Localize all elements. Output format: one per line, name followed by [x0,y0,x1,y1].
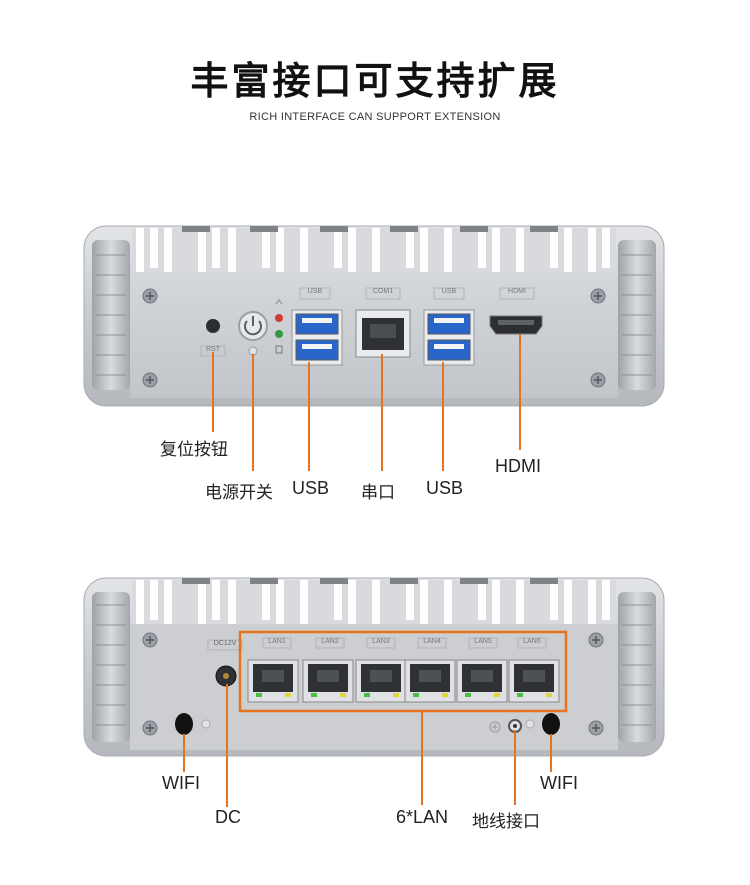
label-usb-right: USB [441,288,457,295]
front-panel-illustration [83,225,665,407]
callout-ground-port: 地线接口 [472,812,540,832]
label-usb-left: USB [307,288,323,295]
label-lan5: LAN5 [474,638,492,645]
label-com1: COM1 [372,288,394,295]
label-lan1: LAN1 [268,638,286,645]
label-lan4: LAN4 [423,638,441,645]
callout-wifi-left: WIFI [162,773,200,793]
callout-6-lan: 6*LAN [396,807,449,827]
leader-line-usb-left [308,362,310,471]
callout-serial-port: 串口 [361,483,395,503]
callout-dc: DC [215,807,241,827]
callout-hdmi: HDMI [495,456,541,476]
leader-line-reset [212,352,214,432]
label-hdmi-port: HDMI [508,288,526,295]
leader-line-power [252,354,254,471]
leader-line-lan [421,711,423,805]
leader-line-ground [514,730,516,805]
page-subtitle: RICH INTERFACE CAN SUPPORT EXTENSION [249,111,501,123]
label-lan6: LAN6 [523,638,541,645]
label-lan3: LAN3 [372,638,390,645]
leader-line-wifi-left [183,734,185,772]
label-dc12v: DC12V [213,640,237,647]
label-lan2: LAN2 [321,638,339,645]
callout-usb-right: USB [426,478,464,498]
leader-line-hdmi [519,334,521,450]
leader-line-usb-right [442,362,444,471]
callout-usb-left: USB [292,478,330,498]
label-rst: RST [206,346,220,353]
leader-line-dc [226,684,228,807]
callout-power-switch: 电源开关 [205,483,273,503]
page-title: 丰富接口可支持扩展 [190,59,560,103]
leader-line-wifi-right [550,734,552,772]
reset-button-illustration [206,319,220,333]
callout-wifi-right: WIFI [540,773,578,793]
callout-reset-button: 复位按钮 [160,440,228,460]
leader-line-serial [381,354,383,471]
